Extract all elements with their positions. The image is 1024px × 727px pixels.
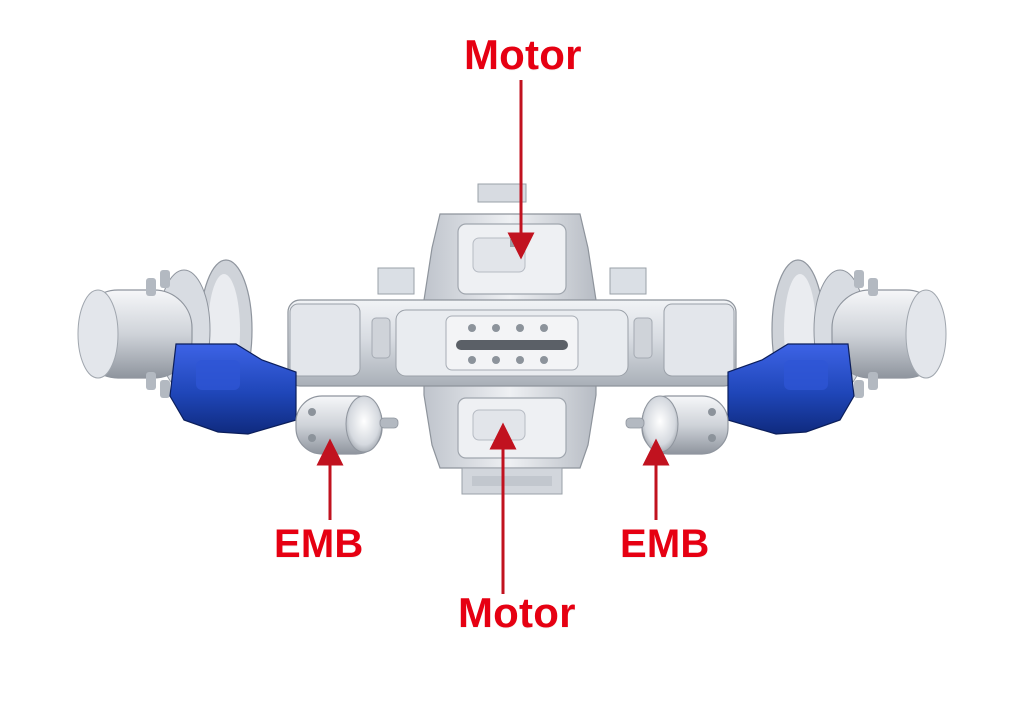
left-emb-actuator bbox=[295, 395, 399, 455]
label-emb-left: EMB bbox=[274, 522, 364, 566]
axle-beam bbox=[287, 267, 737, 387]
label-motor-bottom: Motor bbox=[458, 589, 576, 636]
right-caliper bbox=[727, 343, 855, 435]
label-motor-top: Motor bbox=[464, 31, 582, 78]
left-caliper bbox=[169, 343, 297, 435]
annotation-arrows bbox=[316, 80, 670, 594]
right-emb-actuator bbox=[625, 395, 729, 455]
label-emb-right: EMB bbox=[620, 522, 710, 566]
